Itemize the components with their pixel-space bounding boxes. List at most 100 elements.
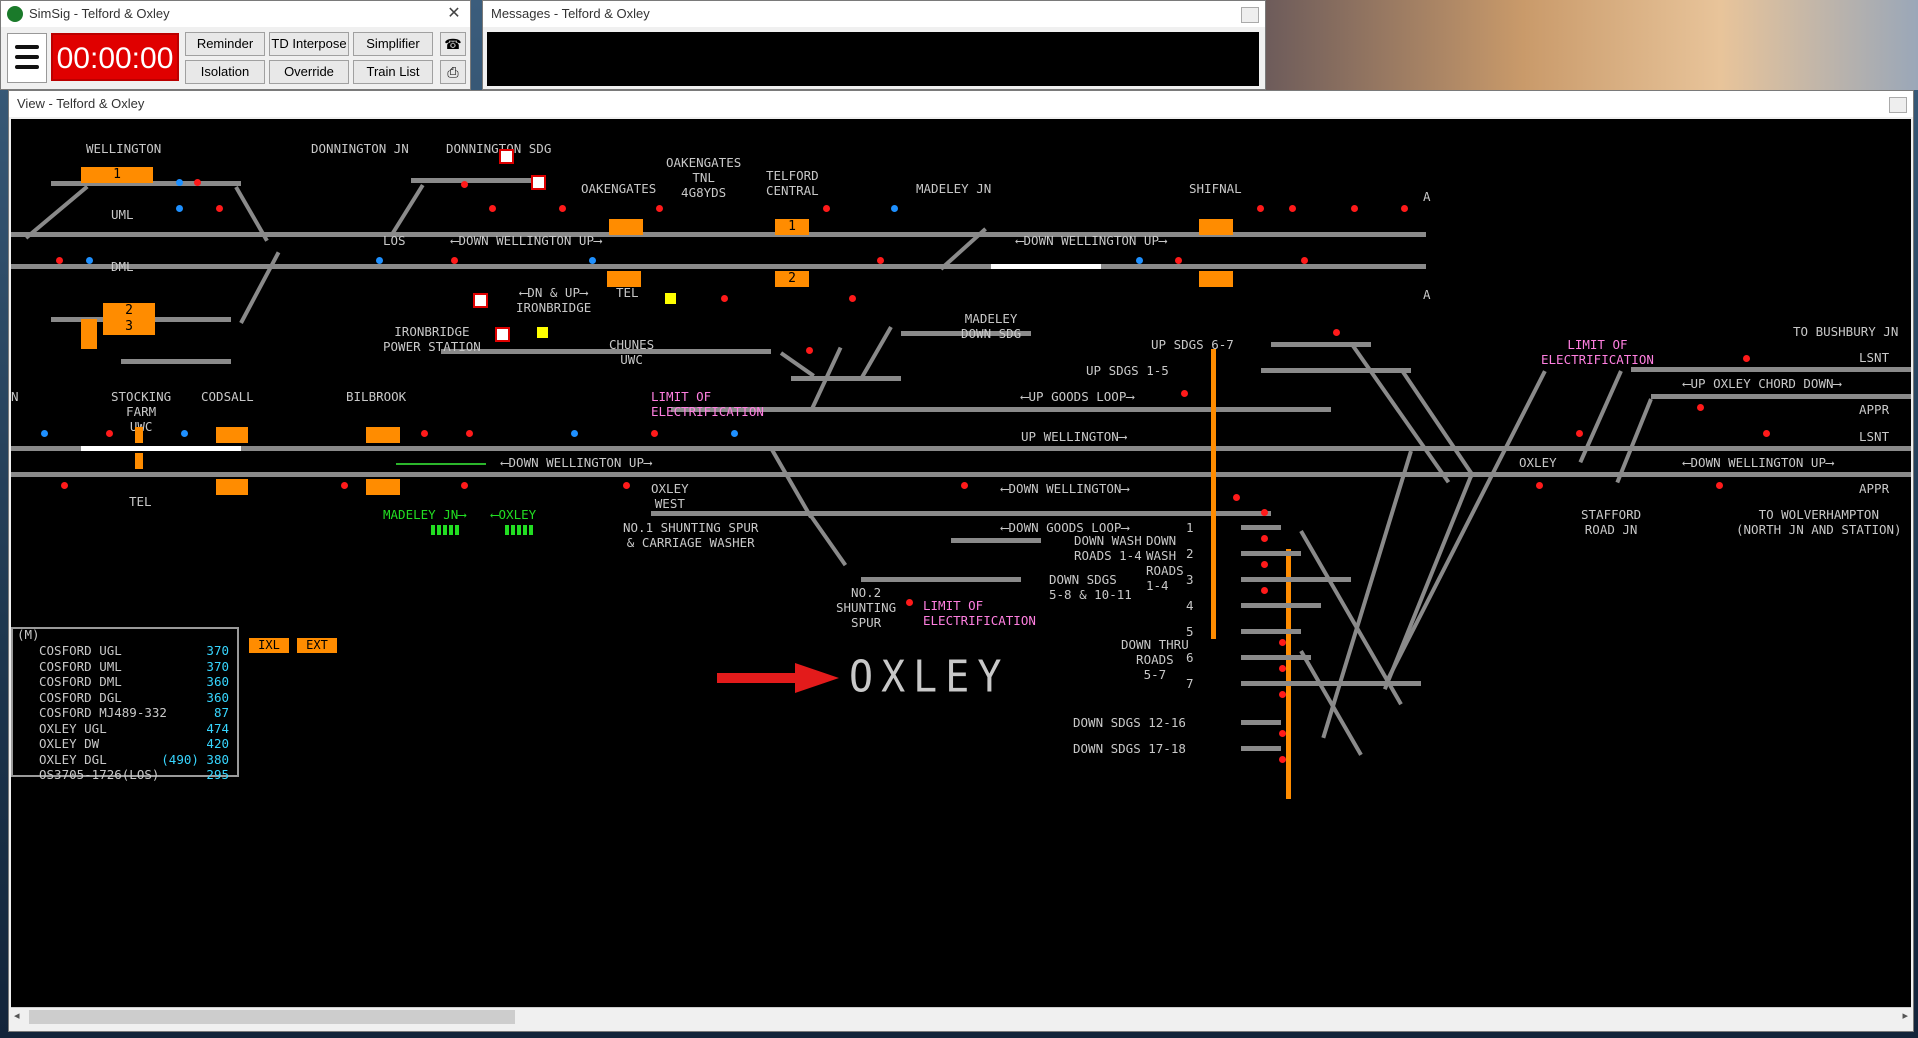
signal-aspect[interactable] xyxy=(1279,691,1286,698)
signal-aspect[interactable] xyxy=(466,430,473,437)
td-interpose-button[interactable]: TD Interpose xyxy=(269,32,349,56)
track-wash-road-2[interactable] xyxy=(1241,551,1301,556)
signal-aspect[interactable] xyxy=(891,205,898,212)
td-berth[interactable] xyxy=(135,427,143,443)
signal-aspect[interactable] xyxy=(806,347,813,354)
signal-aspect[interactable] xyxy=(1697,404,1704,411)
td-berth[interactable] xyxy=(135,453,143,469)
signal-aspect[interactable] xyxy=(461,482,468,489)
signal-aspect[interactable] xyxy=(651,430,658,437)
signal-aspect[interactable] xyxy=(1175,257,1182,264)
ground-frame-indicator[interactable] xyxy=(665,293,676,304)
signal-aspect[interactable] xyxy=(571,430,578,437)
signal-aspect[interactable] xyxy=(849,295,856,302)
track-thru-road-7[interactable] xyxy=(1241,681,1421,686)
signal-aspect[interactable] xyxy=(1279,639,1286,646)
signal-aspect[interactable] xyxy=(1261,587,1268,594)
signal-aspect[interactable] xyxy=(1333,329,1340,336)
signal-aspect[interactable] xyxy=(176,205,183,212)
signal-aspect[interactable] xyxy=(877,257,884,264)
track-down-wellington[interactable] xyxy=(11,472,1911,477)
signal-aspect[interactable] xyxy=(41,430,48,437)
signal-aspect[interactable] xyxy=(1261,535,1268,542)
ground-frame-indicator[interactable] xyxy=(537,327,548,338)
signal-aspect[interactable] xyxy=(86,257,93,264)
shunt-signal-white[interactable] xyxy=(531,175,546,190)
track-occupied-madeley[interactable] xyxy=(991,264,1101,269)
signal-aspect[interactable] xyxy=(56,257,63,264)
signal-aspect[interactable] xyxy=(1716,482,1723,489)
train-list-button[interactable]: Train List xyxy=(353,60,433,84)
signal-aspect[interactable] xyxy=(1233,494,1240,501)
signal-aspect[interactable] xyxy=(461,181,468,188)
signal-aspect[interactable] xyxy=(961,482,968,489)
scroll-thumb[interactable] xyxy=(29,1010,515,1024)
isolation-button[interactable]: Isolation xyxy=(185,60,265,84)
track-up-sdgs-6-7[interactable] xyxy=(1271,342,1371,347)
signal-aspect[interactable] xyxy=(176,179,183,186)
track-down-goods-loop[interactable] xyxy=(651,511,1271,516)
signal-aspect[interactable] xyxy=(1351,205,1358,212)
messages-titlebar[interactable]: Messages - Telford & Oxley xyxy=(483,1,1265,27)
td-berth[interactable]: 1 xyxy=(775,219,809,235)
close-icon[interactable]: ✕ xyxy=(447,5,461,22)
signal-aspect[interactable] xyxy=(1257,205,1264,212)
signal-aspect[interactable] xyxy=(1401,205,1408,212)
track-madeley-down-sdg[interactable] xyxy=(901,331,1031,336)
signal-aspect[interactable] xyxy=(194,179,201,186)
signal-aspect[interactable] xyxy=(1261,509,1268,516)
signal-aspect[interactable] xyxy=(656,205,663,212)
simplifier-button[interactable]: Simplifier xyxy=(353,32,433,56)
signal-aspect[interactable] xyxy=(1289,205,1296,212)
signal-aspect[interactable] xyxy=(1279,730,1286,737)
shunt-signal-white[interactable] xyxy=(499,149,514,164)
td-berth[interactable] xyxy=(216,479,248,495)
reminder-button[interactable]: Reminder xyxy=(185,32,265,56)
simulation-clock[interactable]: 00:00:00 xyxy=(51,33,179,81)
signal-aspect[interactable] xyxy=(376,257,383,264)
signal-aspect[interactable] xyxy=(731,430,738,437)
td-berth[interactable] xyxy=(366,427,400,443)
signal-aspect[interactable] xyxy=(421,430,428,437)
td-berth[interactable] xyxy=(609,219,643,235)
track-up-main-top[interactable] xyxy=(11,232,1426,237)
menu-button[interactable] xyxy=(7,33,47,83)
td-berth[interactable]: 1 xyxy=(81,167,153,183)
signal-aspect[interactable] xyxy=(559,205,566,212)
signal-aspect[interactable] xyxy=(489,205,496,212)
ixl-button[interactable]: IXL xyxy=(249,638,289,653)
signal-aspect[interactable] xyxy=(721,295,728,302)
track-up-goods-loop[interactable] xyxy=(671,407,1331,412)
signal-aspect[interactable] xyxy=(216,205,223,212)
minimize-icon[interactable] xyxy=(1241,7,1259,23)
printer-icon[interactable]: ⎙ xyxy=(440,60,466,84)
td-berth[interactable] xyxy=(1199,271,1233,287)
scroll-right-icon[interactable]: ▸ xyxy=(1902,1010,1908,1022)
track-wash-road-1[interactable] xyxy=(1241,525,1281,530)
signal-aspect[interactable] xyxy=(451,257,458,264)
minimize-icon[interactable] xyxy=(1889,97,1907,113)
track-ironbridge-lower[interactable] xyxy=(791,376,901,381)
signal-aspect[interactable] xyxy=(1279,756,1286,763)
track-down-sdgs-12-16[interactable] xyxy=(1241,720,1281,725)
signal-aspect[interactable] xyxy=(589,257,596,264)
main-titlebar[interactable]: SimSig - Telford & Oxley ✕ xyxy=(1,1,470,27)
override-button[interactable]: Override xyxy=(269,60,349,84)
telephone-icon[interactable]: ☎ xyxy=(440,32,466,56)
ext-button[interactable]: EXT xyxy=(297,638,337,653)
signal-aspect[interactable] xyxy=(1181,390,1188,397)
td-berth[interactable]: 3 xyxy=(103,319,155,335)
track-down-sdgs-17-18[interactable] xyxy=(1241,746,1281,751)
track-thru-road-6[interactable] xyxy=(1241,655,1311,660)
track-up-wellington[interactable] xyxy=(11,446,1911,451)
signal-aspect[interactable] xyxy=(1301,257,1308,264)
horizontal-scrollbar[interactable]: ◂ ▸ xyxy=(11,1007,1911,1026)
track-wash-road-3[interactable] xyxy=(1241,577,1351,582)
signal-aspect[interactable] xyxy=(623,482,630,489)
td-berth[interactable]: 2 xyxy=(103,303,155,319)
track-wellington-platform-3[interactable] xyxy=(121,359,231,364)
view-titlebar[interactable]: View - Telford & Oxley xyxy=(9,91,1913,117)
signal-aspect[interactable] xyxy=(823,205,830,212)
signal-aspect[interactable] xyxy=(106,430,113,437)
signal-aspect[interactable] xyxy=(1279,665,1286,672)
